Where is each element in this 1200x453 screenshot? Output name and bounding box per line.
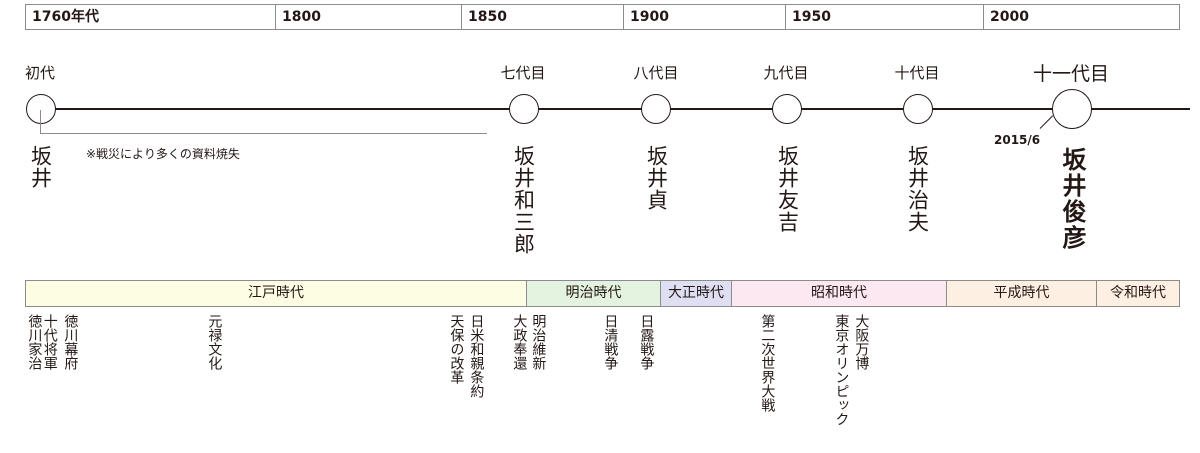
generation-node-9 [772, 94, 802, 124]
era-meiji: 明治時代 [527, 281, 661, 306]
generation-name-11: 坂井俊彦 [1058, 147, 1086, 251]
year-ruler: 1760年代 1800 1850 1900 1950 2000 [25, 4, 1180, 30]
generation-node-7 [509, 94, 539, 124]
year-cell-1950: 1950 [786, 5, 984, 29]
era-edo: 江戸時代 [26, 281, 527, 306]
event-genroku-culture: 元禄文化 [206, 314, 223, 370]
generation-label-8: 八代目 [633, 64, 679, 82]
era-taisho: 大正時代 [661, 281, 732, 306]
current-date-leader [1039, 115, 1054, 129]
year-cell-2000: 2000 [990, 9, 1029, 25]
generation-name-9: 坂井友吉 [775, 145, 800, 233]
year-cell-1760: 1760年代 [26, 5, 276, 29]
event-russo-japanese-war: 日露戦争 [638, 314, 655, 370]
era-reiwa: 令和時代 [1097, 281, 1179, 306]
event-tokugawa-ieharu: 十代将軍 徳川家治 [26, 314, 58, 370]
generation-node-11 [1052, 89, 1092, 129]
event-tokugawa-shogunate: 徳川幕府 [62, 314, 79, 370]
generation-label-11: 十一代目 [1032, 63, 1110, 85]
year-cell-1800: 1800 [276, 5, 462, 29]
event-kanagawa-treaty: 日米和親条約 [468, 314, 485, 398]
generation-name-8: 坂井貞 [644, 145, 669, 211]
generation-label-9: 九代目 [763, 64, 809, 82]
generation-label-7: 七代目 [500, 64, 546, 82]
generation-node-1 [26, 94, 56, 124]
era-showa: 昭和時代 [732, 281, 947, 306]
event-taisei-hokan: 大政奉還 [511, 314, 528, 370]
generation-name-1: 坂井 [28, 145, 53, 189]
generation-label-1: 初代 [24, 64, 56, 82]
event-world-war-2: 第二次世界大戦 [759, 314, 776, 412]
event-osaka-expo: 大阪万博 [853, 314, 870, 370]
event-sino-japanese-war: 日清戦争 [602, 314, 619, 370]
event-tokyo-olympics: 東京オリンピック [833, 314, 850, 426]
current-date-label: 2015/6 [994, 133, 1041, 147]
generation-name-10: 坂井治夫 [905, 145, 930, 233]
generation-node-8 [641, 94, 671, 124]
generation-label-10: 十代目 [894, 64, 940, 82]
era-bar: 江戸時代 明治時代 大正時代 昭和時代 平成時代 令和時代 [25, 280, 1180, 307]
generation-node-10 [903, 94, 933, 124]
year-cell-1850: 1850 [462, 5, 624, 29]
generation-name-7: 坂井和三郎 [511, 145, 536, 255]
era-heisei: 平成時代 [947, 281, 1097, 306]
lost-records-bracket [40, 110, 487, 134]
year-cell-1900: 1900 [624, 5, 786, 29]
event-meiji-restoration: 明治維新 [530, 314, 547, 370]
timeline-line [40, 108, 1190, 110]
lost-records-note: ※戦災により多くの資料焼失 [86, 147, 240, 161]
event-tenpo-reforms: 天保の改革 [448, 314, 465, 384]
